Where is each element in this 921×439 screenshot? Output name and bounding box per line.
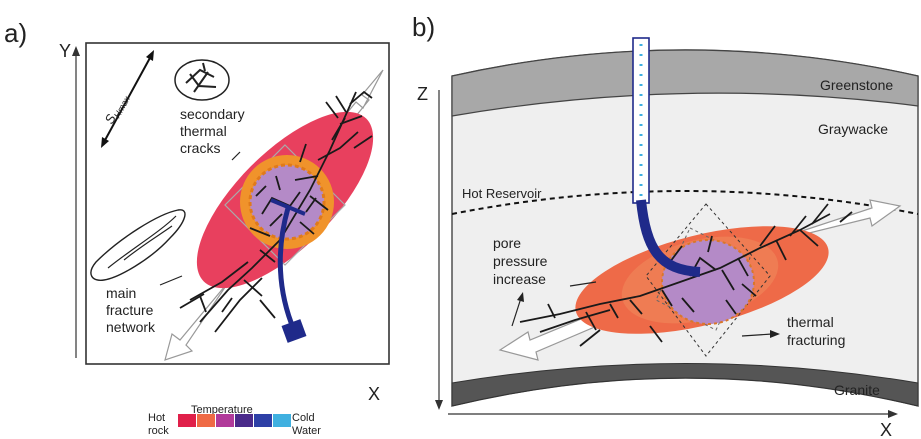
panel-b-x-axis-label: X (880, 420, 892, 439)
fracture-network-a (179, 90, 373, 333)
cooled-core (248, 163, 326, 241)
thermal-fracturing-arrowhead (770, 330, 780, 338)
legend-title: Temperature (191, 404, 253, 416)
main-network-label: main fracture network (106, 285, 157, 335)
main-fracture-outline (90, 209, 186, 281)
z-axis-arrowhead (435, 400, 443, 410)
legend-swatch (235, 414, 253, 427)
granite-layer (451, 363, 919, 407)
shmax-arrowhead-top (146, 50, 154, 61)
panel-b: b) Z X Greenstone Graywacke Granite Hot … (412, 12, 919, 439)
greenstone-layer (451, 49, 919, 117)
crack-glyph (185, 62, 217, 93)
secondary-pointer (231, 151, 241, 161)
panel-b-label: b) (412, 12, 435, 42)
injection-well-tip (270, 198, 306, 216)
thermal-fracturing-pointer (741, 333, 773, 337)
shmax-arrowhead-bottom (101, 137, 109, 148)
pore-pressure-arrowhead (517, 292, 524, 302)
well-casing-b (632, 37, 650, 204)
pore-pressure-pointer (511, 297, 522, 327)
cooled-core-b (661, 239, 755, 325)
panel-b-x-axis-arrowhead (888, 410, 898, 418)
injection-well-a (277, 207, 297, 331)
pore-pressure-label: pore pressure increase (493, 235, 551, 287)
injection-well-b (636, 199, 701, 277)
legend-hot-label: Hot rock (148, 412, 169, 437)
y-axis-label: Y (59, 41, 71, 61)
greenstone-label: Greenstone (820, 77, 893, 93)
pressure-envelope-b (645, 203, 771, 357)
legend-swatch (273, 414, 291, 427)
temperature-legend: Temperature Hot rock Cold Water (148, 404, 321, 437)
graywacke-label: Graywacke (818, 121, 888, 137)
legend-swatch (254, 414, 272, 427)
legend-swatch (216, 414, 234, 427)
z-axis-label: Z (417, 84, 428, 104)
pore-pressure-arrow (569, 281, 597, 287)
panel-a-label: a) (4, 18, 27, 48)
legend-swatch (197, 414, 215, 427)
panel-a: a) Y X SHmax secondary thermal cracks (4, 18, 390, 404)
secondary-label: secondary thermal cracks (180, 106, 248, 156)
granite-label: Granite (834, 382, 880, 398)
y-axis-arrowhead (72, 46, 80, 56)
secondary-cracks-icon (174, 59, 230, 101)
main-fracture-lines (107, 215, 177, 269)
legend-cold-label: Cold Water (292, 412, 321, 437)
legend-swatch (178, 414, 196, 427)
hot-reservoir-label: Hot Reservoir (462, 186, 542, 201)
fracture-network-b (519, 203, 853, 347)
thermal-fracturing-label: thermal fracturing (787, 314, 845, 348)
hot-reservoir-boundary (452, 190, 918, 215)
shmax-arrow (103, 55, 152, 143)
wellhead-a (281, 319, 307, 343)
panel-a-x-axis-label: X (368, 384, 380, 404)
legend-swatches (178, 414, 291, 427)
main-network-pointer (159, 275, 183, 286)
